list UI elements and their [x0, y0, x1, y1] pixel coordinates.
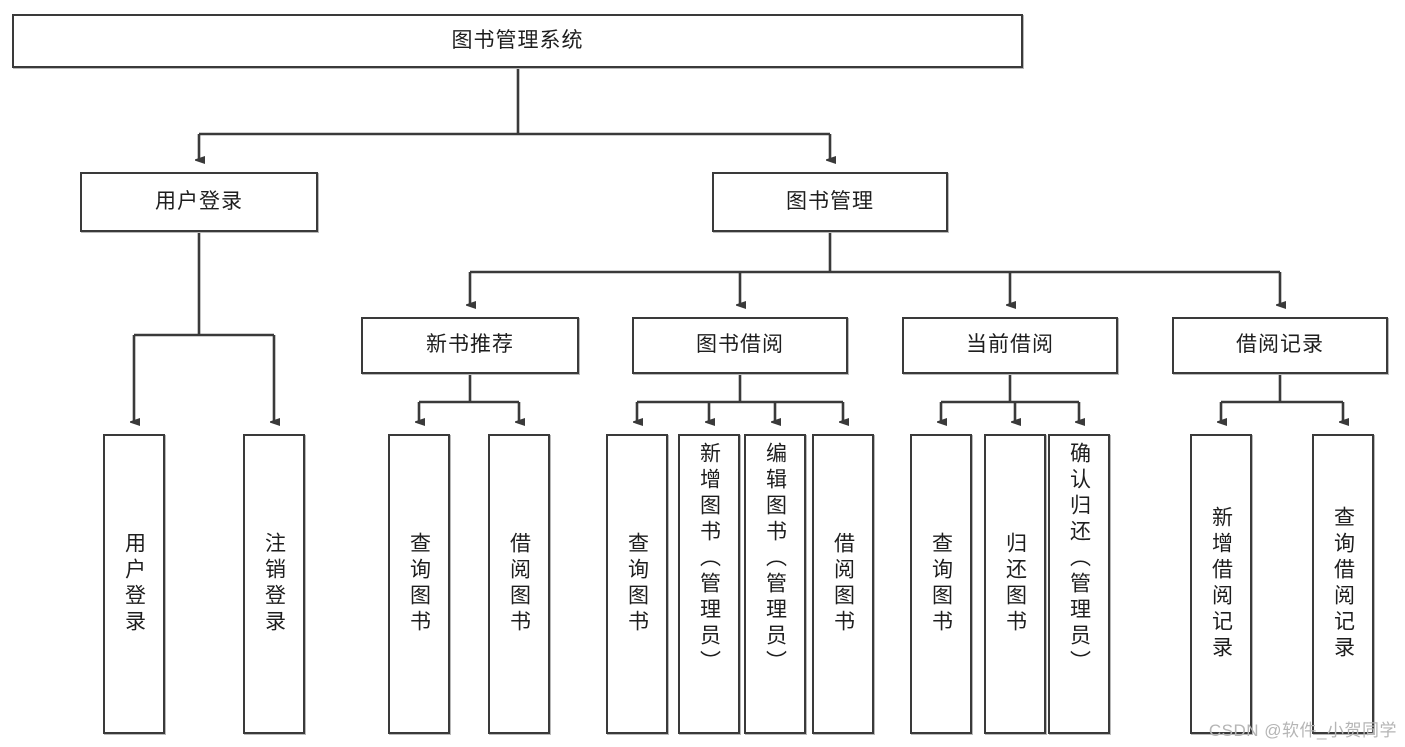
- node-user-login[interactable]: 用户登录: [80, 172, 318, 232]
- leaf-add-book[interactable]: 新增图书（管理员）: [678, 434, 740, 734]
- node-root-label: 图书管理系统: [451, 28, 584, 52]
- leaf-borrow-book-1-label: 借阅图书: [507, 532, 531, 636]
- node-book-borrow-label: 图书借阅: [696, 333, 784, 357]
- node-book-borrow[interactable]: 图书借阅: [632, 317, 848, 374]
- node-book-management[interactable]: 图书管理: [712, 172, 948, 232]
- leaf-query-book-3-label: 查询图书: [929, 532, 953, 636]
- leaf-user-login[interactable]: 用户登录: [103, 434, 165, 734]
- node-borrow-record[interactable]: 借阅记录: [1172, 317, 1388, 374]
- leaf-user-logout[interactable]: 注销登录: [243, 434, 305, 734]
- node-user-login-label: 用户登录: [155, 189, 243, 213]
- leaf-user-logout-label: 注销登录: [262, 532, 286, 636]
- node-current-borrow[interactable]: 当前借阅: [902, 317, 1118, 374]
- leaf-query-record-label: 查询借阅记录: [1331, 506, 1355, 662]
- leaf-confirm-return[interactable]: 确认归还（管理员）: [1048, 434, 1110, 734]
- leaf-query-book-1-label: 查询图书: [407, 532, 431, 636]
- leaf-edit-book-label: 编辑图书（管理员）: [763, 442, 787, 676]
- node-new-book-recommend[interactable]: 新书推荐: [361, 317, 579, 374]
- leaf-add-book-label: 新增图书（管理员）: [697, 442, 721, 676]
- leaf-return-book-label: 归还图书: [1003, 532, 1027, 636]
- watermark-text: CSDN @软件_小贺同学: [1208, 721, 1397, 740]
- leaf-borrow-book-2[interactable]: 借阅图书: [812, 434, 874, 734]
- leaf-borrow-book-1[interactable]: 借阅图书: [488, 434, 550, 734]
- node-book-management-label: 图书管理: [786, 189, 874, 213]
- leaf-query-record[interactable]: 查询借阅记录: [1312, 434, 1374, 734]
- leaf-query-book-3[interactable]: 查询图书: [910, 434, 972, 734]
- node-borrow-record-label: 借阅记录: [1236, 333, 1324, 357]
- leaf-query-book-1[interactable]: 查询图书: [388, 434, 450, 734]
- leaf-add-record-label: 新增借阅记录: [1209, 506, 1233, 662]
- leaf-query-book-2-label: 查询图书: [625, 532, 649, 636]
- leaf-edit-book[interactable]: 编辑图书（管理员）: [744, 434, 806, 734]
- node-current-borrow-label: 当前借阅: [966, 333, 1054, 357]
- leaf-query-book-2[interactable]: 查询图书: [606, 434, 668, 734]
- node-new-book-recommend-label: 新书推荐: [426, 333, 514, 357]
- leaf-return-book[interactable]: 归还图书: [984, 434, 1046, 734]
- leaf-confirm-return-label: 确认归还（管理员）: [1067, 442, 1091, 676]
- leaf-add-record[interactable]: 新增借阅记录: [1190, 434, 1252, 734]
- leaf-borrow-book-2-label: 借阅图书: [831, 532, 855, 636]
- leaf-user-login-label: 用户登录: [122, 532, 146, 636]
- node-root[interactable]: 图书管理系统: [12, 14, 1023, 68]
